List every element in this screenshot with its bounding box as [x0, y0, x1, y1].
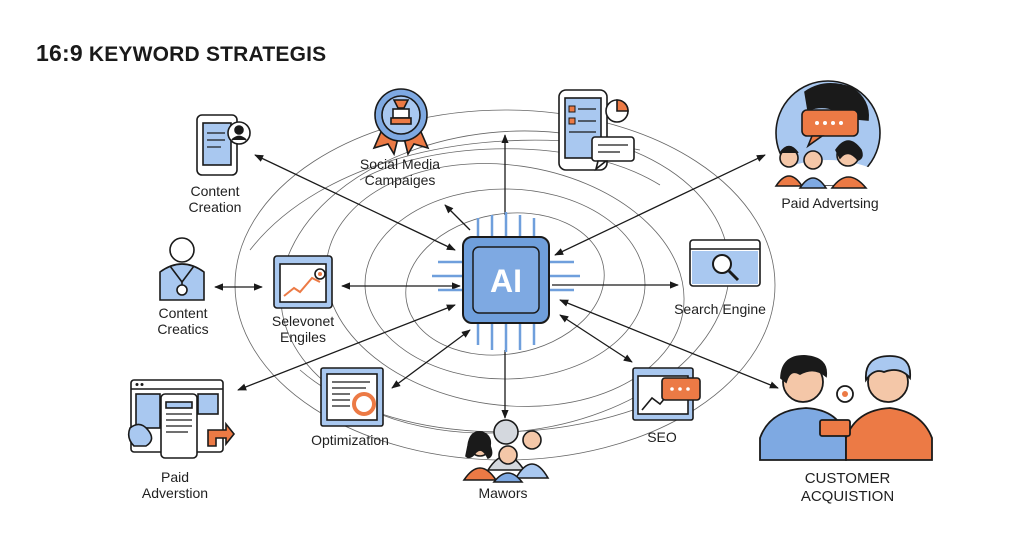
award-badge-icon [372, 88, 430, 157]
social-media-line1: Social Media [359, 156, 441, 172]
person-badge-icon [159, 237, 205, 301]
selevonet-engiles-line2: Engiles [280, 329, 326, 345]
seo-chart-icon [632, 367, 701, 421]
webpage-phone-icon [127, 379, 236, 459]
ai-chip-icon [432, 212, 580, 352]
team-people-icon [462, 419, 550, 483]
search-browser-icon [689, 239, 761, 287]
optimization-line1: Optimization [311, 432, 389, 448]
mobile-analytics-icon [558, 89, 635, 172]
customer-acquisition-line1: CUSTOMER [804, 470, 891, 487]
paid-adverstion-line1: Paid [160, 469, 190, 485]
social-media-label: Social Media Campaiges [350, 156, 450, 188]
paid-adverstion-line2: Adverstion [141, 485, 209, 501]
paid-advertsing-label: Paid Advertsing [770, 195, 890, 211]
social-media-line2: Campaiges [364, 172, 436, 188]
seo-label: SEO [632, 429, 692, 445]
content-creation-line2: Creation [188, 199, 242, 215]
content-creation-label: Content Creation [170, 183, 260, 215]
chart-window-icon [273, 255, 333, 309]
mawors-line1: Mawors [478, 485, 528, 501]
connector-arrows [214, 134, 779, 419]
seo-line1: SEO [647, 429, 677, 445]
content-creatics-line1: Content [158, 305, 208, 321]
selevonet-engiles-label: Selevonet Engiles [258, 313, 348, 345]
search-engine-line1: Search Engine [674, 301, 766, 317]
content-creation-line1: Content [190, 183, 240, 199]
paid-adverstion-label: Paid Adverstion [130, 469, 220, 501]
title-text: KEYWORD STRATEGIS [88, 43, 327, 66]
customer-handshake-icon [759, 355, 933, 461]
optimization-label: Optimization [300, 432, 400, 448]
customer-acquisition-label: CUSTOMER ACQUISTION [780, 470, 915, 506]
customer-acquisition-line2: ACQUISTION [800, 488, 895, 505]
mawors-label: Mawors [463, 485, 543, 501]
tablet-profile-icon [196, 114, 251, 176]
selevonet-engiles-line1: Selevonet [271, 313, 335, 329]
content-creatics-label: Content Creatics [138, 305, 228, 337]
document-target-icon [320, 367, 384, 427]
search-engine-label: Search Engine [668, 301, 772, 317]
ai-hub-label: AI [490, 263, 522, 299]
content-creatics-line2: Creatics [157, 321, 209, 337]
group-chat-icon [774, 80, 881, 189]
title-ratio: 16:9 [36, 40, 83, 66]
paid-advertsing-line1: Paid Advertsing [781, 195, 879, 211]
